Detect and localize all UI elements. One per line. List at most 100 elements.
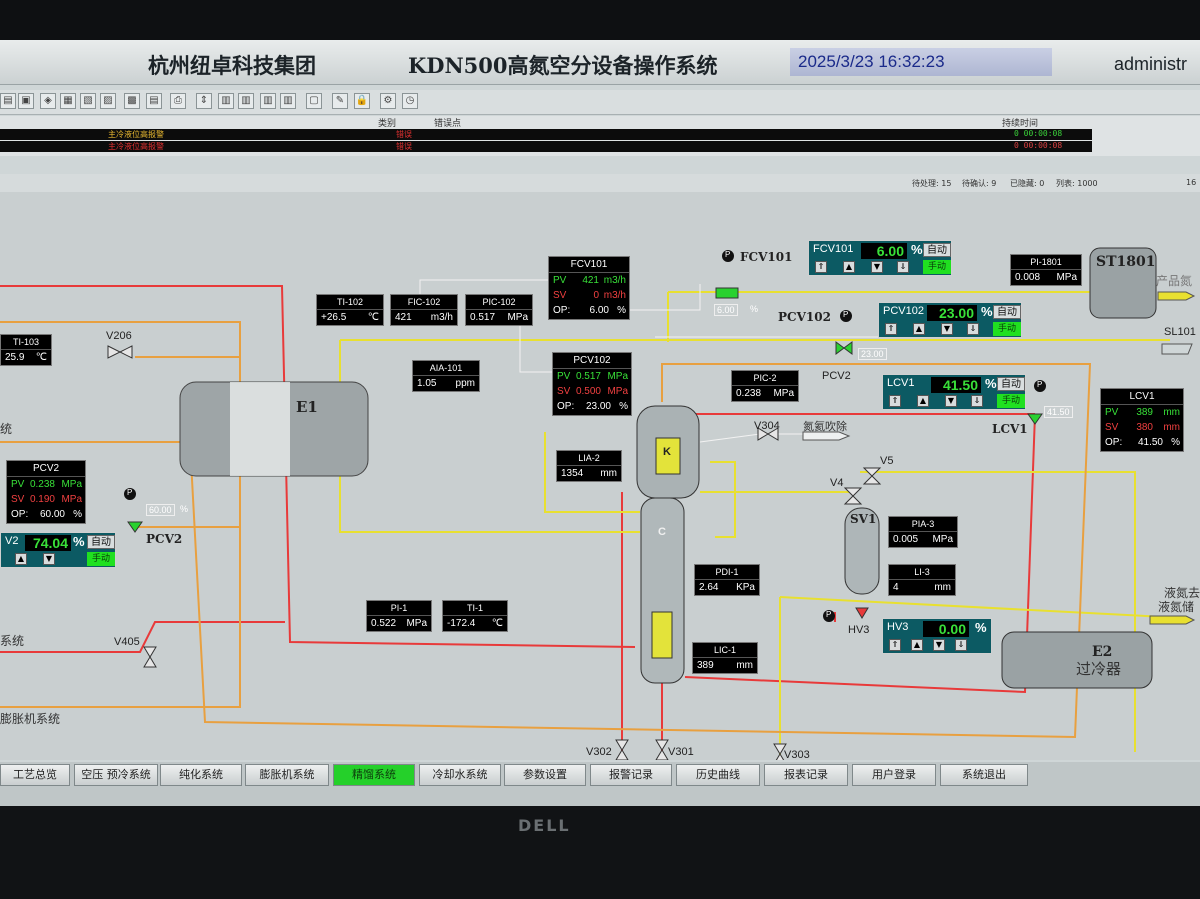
controller-tag: FCV101 xyxy=(813,243,854,255)
auto-button[interactable]: 自动 xyxy=(997,377,1025,391)
nav-tab[interactable]: 膨胀机系统 xyxy=(245,764,329,786)
controller-hv3[interactable]: HV3 0.00 % ⇑ ▲ ▼ ⇓ xyxy=(882,618,992,654)
nav-tab-active[interactable]: 精馏系统 xyxy=(333,764,415,786)
auto-button[interactable]: 自动 xyxy=(923,243,951,257)
instrument-li-3[interactable]: LI-3 4 mm xyxy=(888,564,956,596)
clock-icon[interactable]: ◷ xyxy=(402,93,418,109)
toolbar-button-15[interactable]: ⚙ xyxy=(380,93,396,109)
instrument-fic-102[interactable]: FIC-102 421 m3/h xyxy=(390,294,458,326)
manual-button[interactable]: 手动 xyxy=(87,552,115,566)
toolbar-button-11[interactable]: ▥ xyxy=(238,93,254,109)
decrease-fast-button[interactable]: ⇓ xyxy=(967,323,979,335)
toolbar-button-7[interactable]: ▩ xyxy=(124,93,140,109)
alarm-row[interactable]: 主冷液位高报警 错误 0 00:00:08 xyxy=(0,129,1092,140)
toolbar-button-12[interactable]: ▥ xyxy=(260,93,276,109)
instrument-ti-1[interactable]: TI-1 -172.4 ℃ xyxy=(442,600,508,632)
instrument-pia-3[interactable]: PIA-3 0.005 MPa xyxy=(888,516,958,548)
toolbar-button-2[interactable]: ▣ xyxy=(18,93,34,109)
auto-button[interactable]: 自动 xyxy=(87,535,115,549)
toolbar-button-6[interactable]: ▨ xyxy=(100,93,116,109)
printer-icon[interactable]: ⎙ xyxy=(170,93,186,109)
instrument-aia-101[interactable]: AIA-101 1.05 ppm xyxy=(412,360,480,392)
column-c-label: C xyxy=(658,526,666,538)
yellow-pipe xyxy=(710,461,736,538)
toolbar-button-8[interactable]: ▤ xyxy=(146,93,162,109)
manual-button[interactable]: 手动 xyxy=(923,260,951,274)
toolbar-button-10[interactable]: ▥ xyxy=(218,93,234,109)
decrease-button[interactable]: ▼ xyxy=(941,323,953,335)
instrument-unit: KPa xyxy=(736,582,755,593)
decrease-button[interactable]: ▼ xyxy=(933,639,945,651)
increase-button[interactable]: ▲ xyxy=(843,261,855,273)
toolbar-button-3[interactable]: ◈ xyxy=(40,93,56,109)
manual-button[interactable]: 手动 xyxy=(997,394,1025,408)
controller-pcv2[interactable]: V2 74.04 % 自动 手动 ▲ ▼ xyxy=(0,532,116,568)
decrease-button[interactable]: ▼ xyxy=(945,395,957,407)
alarm-row[interactable]: 主冷液位高报警 错误 0 00:00:08 xyxy=(0,141,1092,152)
alarm-header-type: 类别 xyxy=(378,119,397,129)
increase-fast-button[interactable]: ⇑ xyxy=(889,639,901,651)
nav-tab[interactable]: 报警记录 xyxy=(590,764,672,786)
instrument-pdi-1[interactable]: PDI-1 2.64 KPa xyxy=(694,564,760,596)
instrument-pic-102[interactable]: PIC-102 0.517 MPa xyxy=(465,294,533,326)
toolbar-button-1[interactable]: ▤ xyxy=(0,93,16,109)
toolbar-button-9[interactable]: ⇕ xyxy=(196,93,212,109)
toolbar-button-5[interactable]: ▧ xyxy=(80,93,96,109)
increase-fast-button[interactable]: ⇑ xyxy=(885,323,897,335)
decrease-button[interactable]: ▼ xyxy=(871,261,883,273)
valve-v304 xyxy=(757,427,779,441)
instrument-unit: mm xyxy=(736,660,753,671)
nav-tab[interactable]: 空压 预冷系统 xyxy=(74,764,158,786)
toolbar-button-14[interactable]: ▢ xyxy=(306,93,322,109)
toolbar-button-13[interactable]: ▥ xyxy=(280,93,296,109)
faceplate-sv: 0 xyxy=(593,290,599,301)
instrument-pic-2[interactable]: PIC-2 0.238 MPa xyxy=(731,370,799,402)
instrument-ti-102[interactable]: TI-102 +26.5 ℃ xyxy=(316,294,384,326)
product-label: 产品氮 xyxy=(1156,274,1193,288)
controller-pcv102[interactable]: PCV102 23.00 % 自动 手动 ⇑ ▲ ▼ ⇓ xyxy=(878,302,1022,338)
instrument-lia-2[interactable]: LIA-2 1354 mm xyxy=(556,450,622,482)
increase-button[interactable]: ▲ xyxy=(917,395,929,407)
nav-tab[interactable]: 系统退出 xyxy=(940,764,1028,786)
instrument-tag: AIA-101 xyxy=(413,361,479,376)
increase-button[interactable]: ▲ xyxy=(911,639,923,651)
nav-tab[interactable]: 历史曲线 xyxy=(676,764,760,786)
positioner-label: P xyxy=(843,310,849,319)
valve-position-lcv1: 41.50 xyxy=(1044,406,1073,418)
decrease-fast-button[interactable]: ⇓ xyxy=(955,639,967,651)
instrument-unit: mm xyxy=(934,582,951,593)
signal-line xyxy=(630,284,701,311)
controller-fcv101[interactable]: FCV101 6.00 % 自动 手动 ⇑ ▲ ▼ ⇓ xyxy=(808,240,952,276)
increase-button[interactable]: ▲ xyxy=(913,323,925,335)
instrument-ti-103[interactable]: TI-103 25.9 ℃ xyxy=(0,334,52,366)
manual-button[interactable]: 手动 xyxy=(993,322,1021,336)
auto-button[interactable]: 自动 xyxy=(993,305,1021,319)
decrease-fast-button[interactable]: ⇓ xyxy=(971,395,983,407)
nav-tab[interactable]: 纯化系统 xyxy=(160,764,242,786)
instrument-pi-1801[interactable]: PI-1801 0.008 MPa xyxy=(1010,254,1082,286)
nav-tab[interactable]: 用户登录 xyxy=(852,764,936,786)
decrease-button[interactable]: ▼ xyxy=(43,553,55,565)
controller-lcv1[interactable]: LCV1 41.50 % 自动 手动 ⇑ ▲ ▼ ⇓ xyxy=(882,374,1026,410)
decrease-fast-button[interactable]: ⇓ xyxy=(897,261,909,273)
nav-tab[interactable]: 工艺总览 xyxy=(0,764,70,786)
nav-tab[interactable]: 报表记录 xyxy=(764,764,848,786)
valve-position-fcv101-unit: % xyxy=(750,304,759,314)
increase-fast-button[interactable]: ⇑ xyxy=(889,395,901,407)
increase-button[interactable]: ▲ xyxy=(15,553,27,565)
nav-tab[interactable]: 参数设置 xyxy=(504,764,586,786)
pen-icon[interactable]: ✎ xyxy=(332,93,348,109)
instrument-pi-1[interactable]: PI-1 0.522 MPa xyxy=(366,600,432,632)
lock-icon[interactable]: 🔒 xyxy=(354,93,370,109)
toolbar-button-4[interactable]: ▦ xyxy=(60,93,76,109)
e2-subcooler xyxy=(1001,631,1153,689)
status-hidden: 已隐藏: 0 xyxy=(1010,179,1045,188)
nav-tab[interactable]: 冷却水系统 xyxy=(419,764,501,786)
increase-fast-button[interactable]: ⇑ xyxy=(815,261,827,273)
n2-purge-label: 氮氦吹除 xyxy=(803,420,847,433)
instrument-lic-1[interactable]: LIC-1 389 mm xyxy=(692,642,758,674)
